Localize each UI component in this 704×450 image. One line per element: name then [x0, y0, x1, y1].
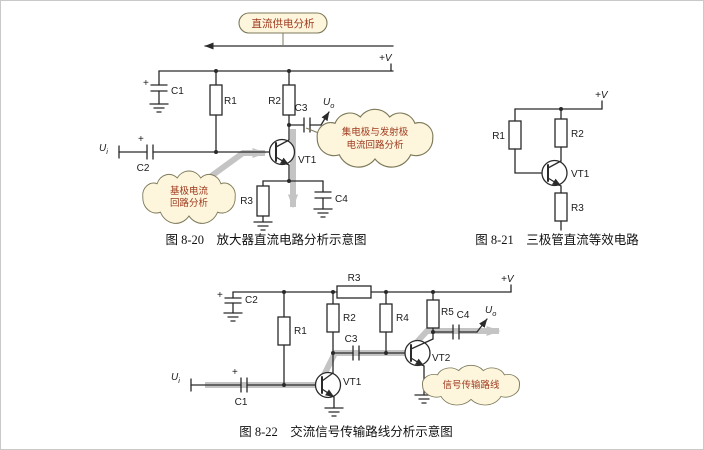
resistor-r2: R2 — [268, 70, 296, 141]
label-c1: C1 — [235, 397, 248, 408]
junction-dot — [559, 107, 563, 111]
junction-dots — [282, 290, 435, 387]
label-r3: R3 — [240, 196, 253, 207]
label-c2-plus: + — [138, 134, 144, 145]
label-r4: R4 — [396, 313, 409, 324]
label-ui: Ui — [99, 143, 108, 156]
ground-symbol — [253, 221, 273, 231]
callout-dc-supply-label: 直流供电分析 — [252, 17, 315, 30]
caption-fig-8-22: 图 8-22 交流信号传输路线分析示意图 — [239, 424, 453, 439]
resistor-r1: R1 — [209, 70, 237, 153]
label-r2: R2 — [343, 313, 356, 324]
label-c1: C1 — [171, 86, 184, 97]
cloud-collector-emitter: 集电极与发射极 电流回路分析 — [305, 108, 434, 168]
label-c1-plus: + — [232, 367, 238, 378]
capacitor-c3: C3 — [332, 334, 387, 361]
label-vplus: +V — [501, 274, 515, 285]
label-vplus: +V — [379, 53, 393, 64]
resistor-r4: R4 — [379, 291, 412, 354]
label-r1: R1 — [224, 96, 237, 107]
label-ui: Ui — [171, 372, 180, 385]
capacitor-c1: + C1 — [143, 70, 184, 113]
figure-8-21: +V R1 R2 VT1 R3 图 8-21 三 — [475, 90, 639, 247]
figure-8-22: R3 +V + C2 R1 R2 — [171, 273, 520, 439]
cloud-ce-line1: 集电极与发射极 — [342, 126, 409, 138]
cloud-signal-label: 信号传输路线 — [442, 379, 500, 391]
resistor-r3: R3 — [554, 185, 584, 231]
label-uo: Uo — [323, 97, 334, 110]
cloud-base-line1: 基极电流 — [170, 185, 209, 197]
label-vt1: VT1 — [298, 155, 317, 166]
label-c2: C2 — [137, 163, 150, 174]
transistor-vt1: VT1 — [541, 159, 590, 187]
transistor-vt1: VT1 — [314, 371, 362, 417]
label-r2: R2 — [268, 96, 281, 107]
label-vt1: VT1 — [343, 377, 362, 388]
capacitor-c4-output: C4 Uo — [432, 305, 496, 340]
resistor-r1: R1 — [277, 291, 307, 386]
output-arrow — [476, 318, 488, 333]
label-c2: C2 — [245, 295, 258, 306]
label-vt2: VT2 — [432, 353, 451, 364]
label-r3: R3 — [348, 273, 361, 284]
ground-symbol — [223, 312, 243, 322]
label-c4: C4 — [335, 194, 348, 205]
label-c4: C4 — [457, 310, 470, 321]
label-vt1: VT1 — [571, 169, 590, 180]
ground-symbol — [313, 208, 333, 218]
label-c3: C3 — [295, 103, 308, 114]
label-vplus: +V — [595, 90, 609, 101]
ground-symbol — [324, 407, 344, 417]
label-r5: R5 — [441, 307, 454, 318]
label-uo: Uo — [485, 305, 496, 318]
ground-symbol — [149, 103, 169, 113]
caption-fig-8-20: 图 8-20 放大器直流电路分析示意图 — [165, 232, 366, 247]
resistor-r5: R5 — [426, 291, 454, 340]
base-current-arrow — [197, 148, 267, 188]
resistor-r1: R1 — [492, 108, 549, 174]
dc-supply-callout: 直流供电分析 — [204, 12, 394, 50]
supply-rail: +V — [158, 53, 394, 72]
cloud-base-line2: 回路分析 — [170, 197, 209, 209]
cloud-ce-line2: 电流回路分析 — [346, 139, 404, 151]
supply-rail: R3 +V — [232, 273, 515, 299]
emitter-network: R3 C4 — [240, 164, 348, 231]
label-c2-plus: + — [217, 290, 223, 301]
cloud-base-current: 基极电流 回路分析 — [142, 170, 236, 224]
figure-8-20: 直流供电分析 +V + C1 R1 — [99, 12, 434, 247]
cloud-signal-path: 信号传输路线 — [422, 364, 520, 406]
label-r1: R1 — [492, 131, 505, 142]
resistor-r3 — [336, 285, 372, 299]
resistor-r2: R2 — [554, 108, 584, 162]
capacitor-c2: + C2 — [217, 290, 258, 322]
supply-rail: +V — [514, 90, 609, 110]
label-r3: R3 — [571, 203, 584, 214]
caption-fig-8-21: 图 8-21 三极管直流等效电路 — [475, 232, 639, 247]
resistor-r3 — [256, 185, 270, 217]
output-arrow — [320, 111, 330, 126]
label-r1: R1 — [294, 326, 307, 337]
transistor-vt1: VT1 — [268, 138, 317, 166]
label-r2: R2 — [571, 129, 584, 140]
current-path-arrows — [197, 129, 298, 209]
label-c1-plus: + — [143, 78, 149, 89]
junction-dots — [214, 69, 291, 183]
label-c3: C3 — [345, 334, 358, 345]
